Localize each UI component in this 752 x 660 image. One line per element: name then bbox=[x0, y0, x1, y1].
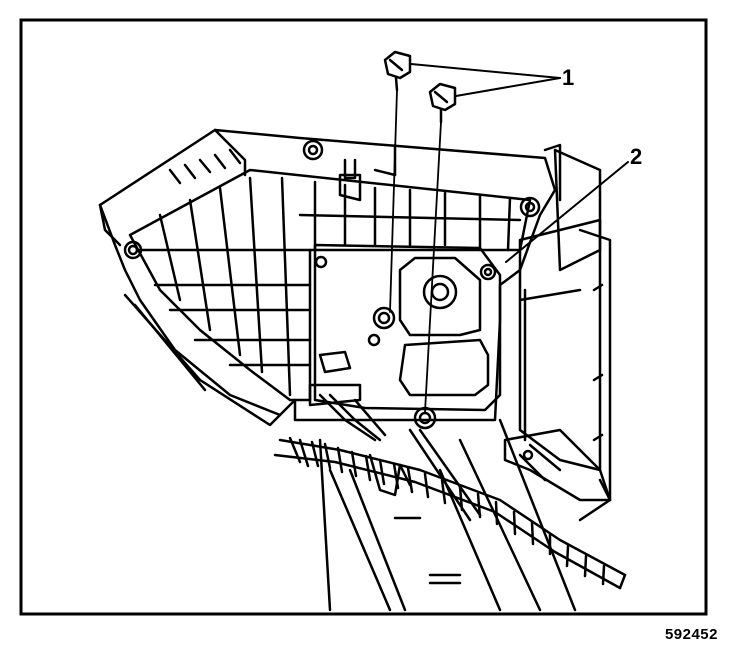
callout-1-label: 1 bbox=[562, 65, 574, 90]
duct-panel bbox=[318, 418, 577, 612]
figure-id: 592452 bbox=[664, 626, 718, 643]
callout-2-label: 2 bbox=[630, 144, 642, 169]
leader-lines bbox=[410, 63, 629, 263]
actuator-body bbox=[313, 243, 502, 430]
wire-harness bbox=[273, 383, 627, 590]
diagram-border bbox=[19, 18, 708, 616]
hvac-housing bbox=[503, 143, 612, 522]
fasteners bbox=[383, 50, 457, 413]
